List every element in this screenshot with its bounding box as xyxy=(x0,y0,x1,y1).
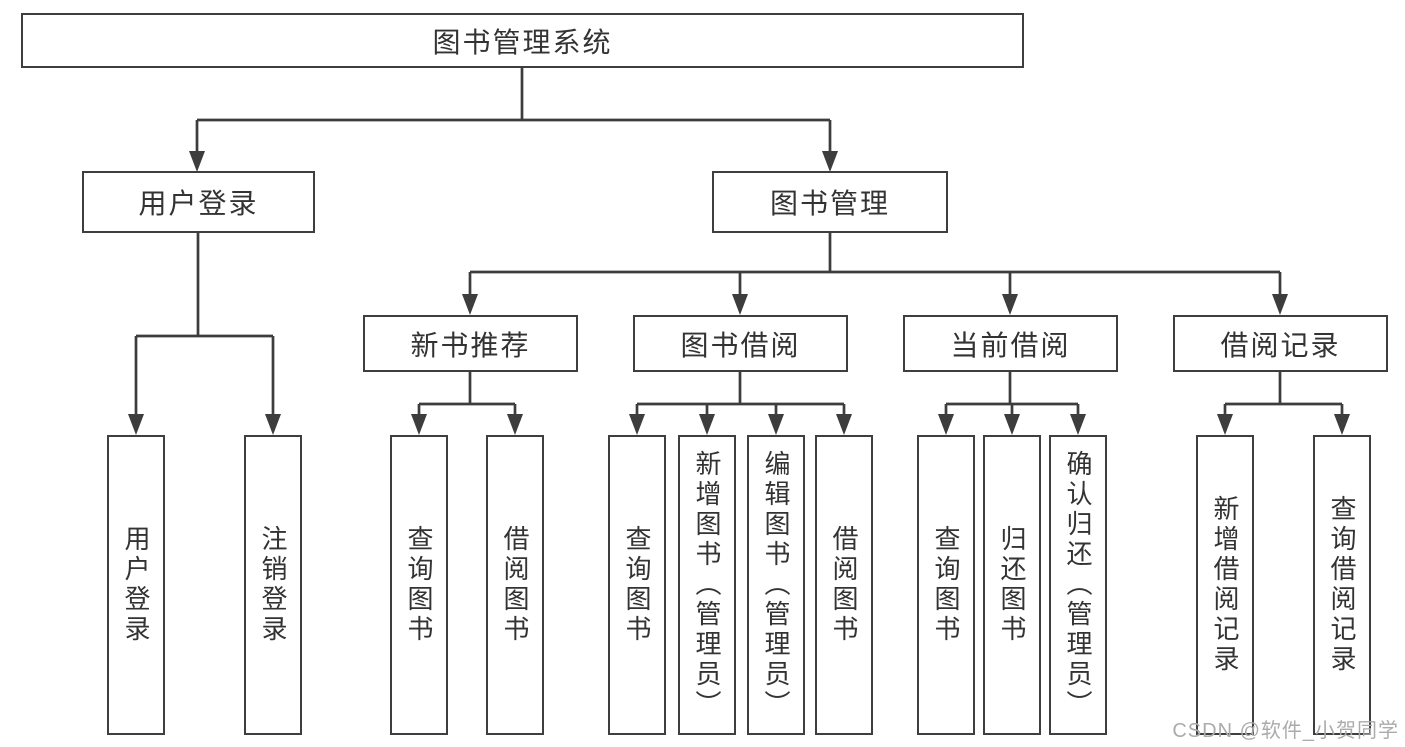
diagram-leaf-query-borrow-record: 查询借阅记录 xyxy=(1313,435,1371,735)
diagram-leaf-user-login: 用户登录 xyxy=(107,435,165,735)
diagram-leaf-add-borrow-record: 新增借阅记录 xyxy=(1196,435,1254,735)
diagram-leaf-add-books-admin: 新增图书（管理员） xyxy=(678,435,736,735)
diagram-node-current-borrow: 当前借阅 xyxy=(903,315,1118,372)
diagram-node-user-login-group: 用户登录 xyxy=(82,171,315,233)
diagram-leaf-return-books: 归还图书 xyxy=(983,435,1041,735)
diagram-node-root: 图书管理系统 xyxy=(21,13,1024,68)
diagram-leaf-current-query-books: 查询图书 xyxy=(917,435,975,735)
diagram-node-book-mgmt-group: 图书管理 xyxy=(712,171,948,233)
diagram-leaf-recommend-borrow-books: 借阅图书 xyxy=(486,435,544,735)
diagram-leaf-borrow-books: 借阅图书 xyxy=(815,435,873,735)
diagram-leaf-logout: 注销登录 xyxy=(244,435,302,735)
diagram-leaf-edit-books-admin: 编辑图书（管理员） xyxy=(747,435,805,735)
arrowheads xyxy=(128,151,1350,435)
diagram-node-book-borrow: 图书借阅 xyxy=(633,315,848,372)
diagram-leaf-borrow-query-books: 查询图书 xyxy=(608,435,666,735)
diagram-node-new-book-recommend: 新书推荐 xyxy=(363,315,578,372)
diagram-leaf-recommend-query-books: 查询图书 xyxy=(390,435,448,735)
csdn-watermark: CSDN @软件_小贺同学 xyxy=(1172,720,1399,742)
diagram-leaf-confirm-return-admin: 确认归还（管理员） xyxy=(1049,435,1107,735)
diagram-node-borrow-record: 借阅记录 xyxy=(1173,315,1388,372)
